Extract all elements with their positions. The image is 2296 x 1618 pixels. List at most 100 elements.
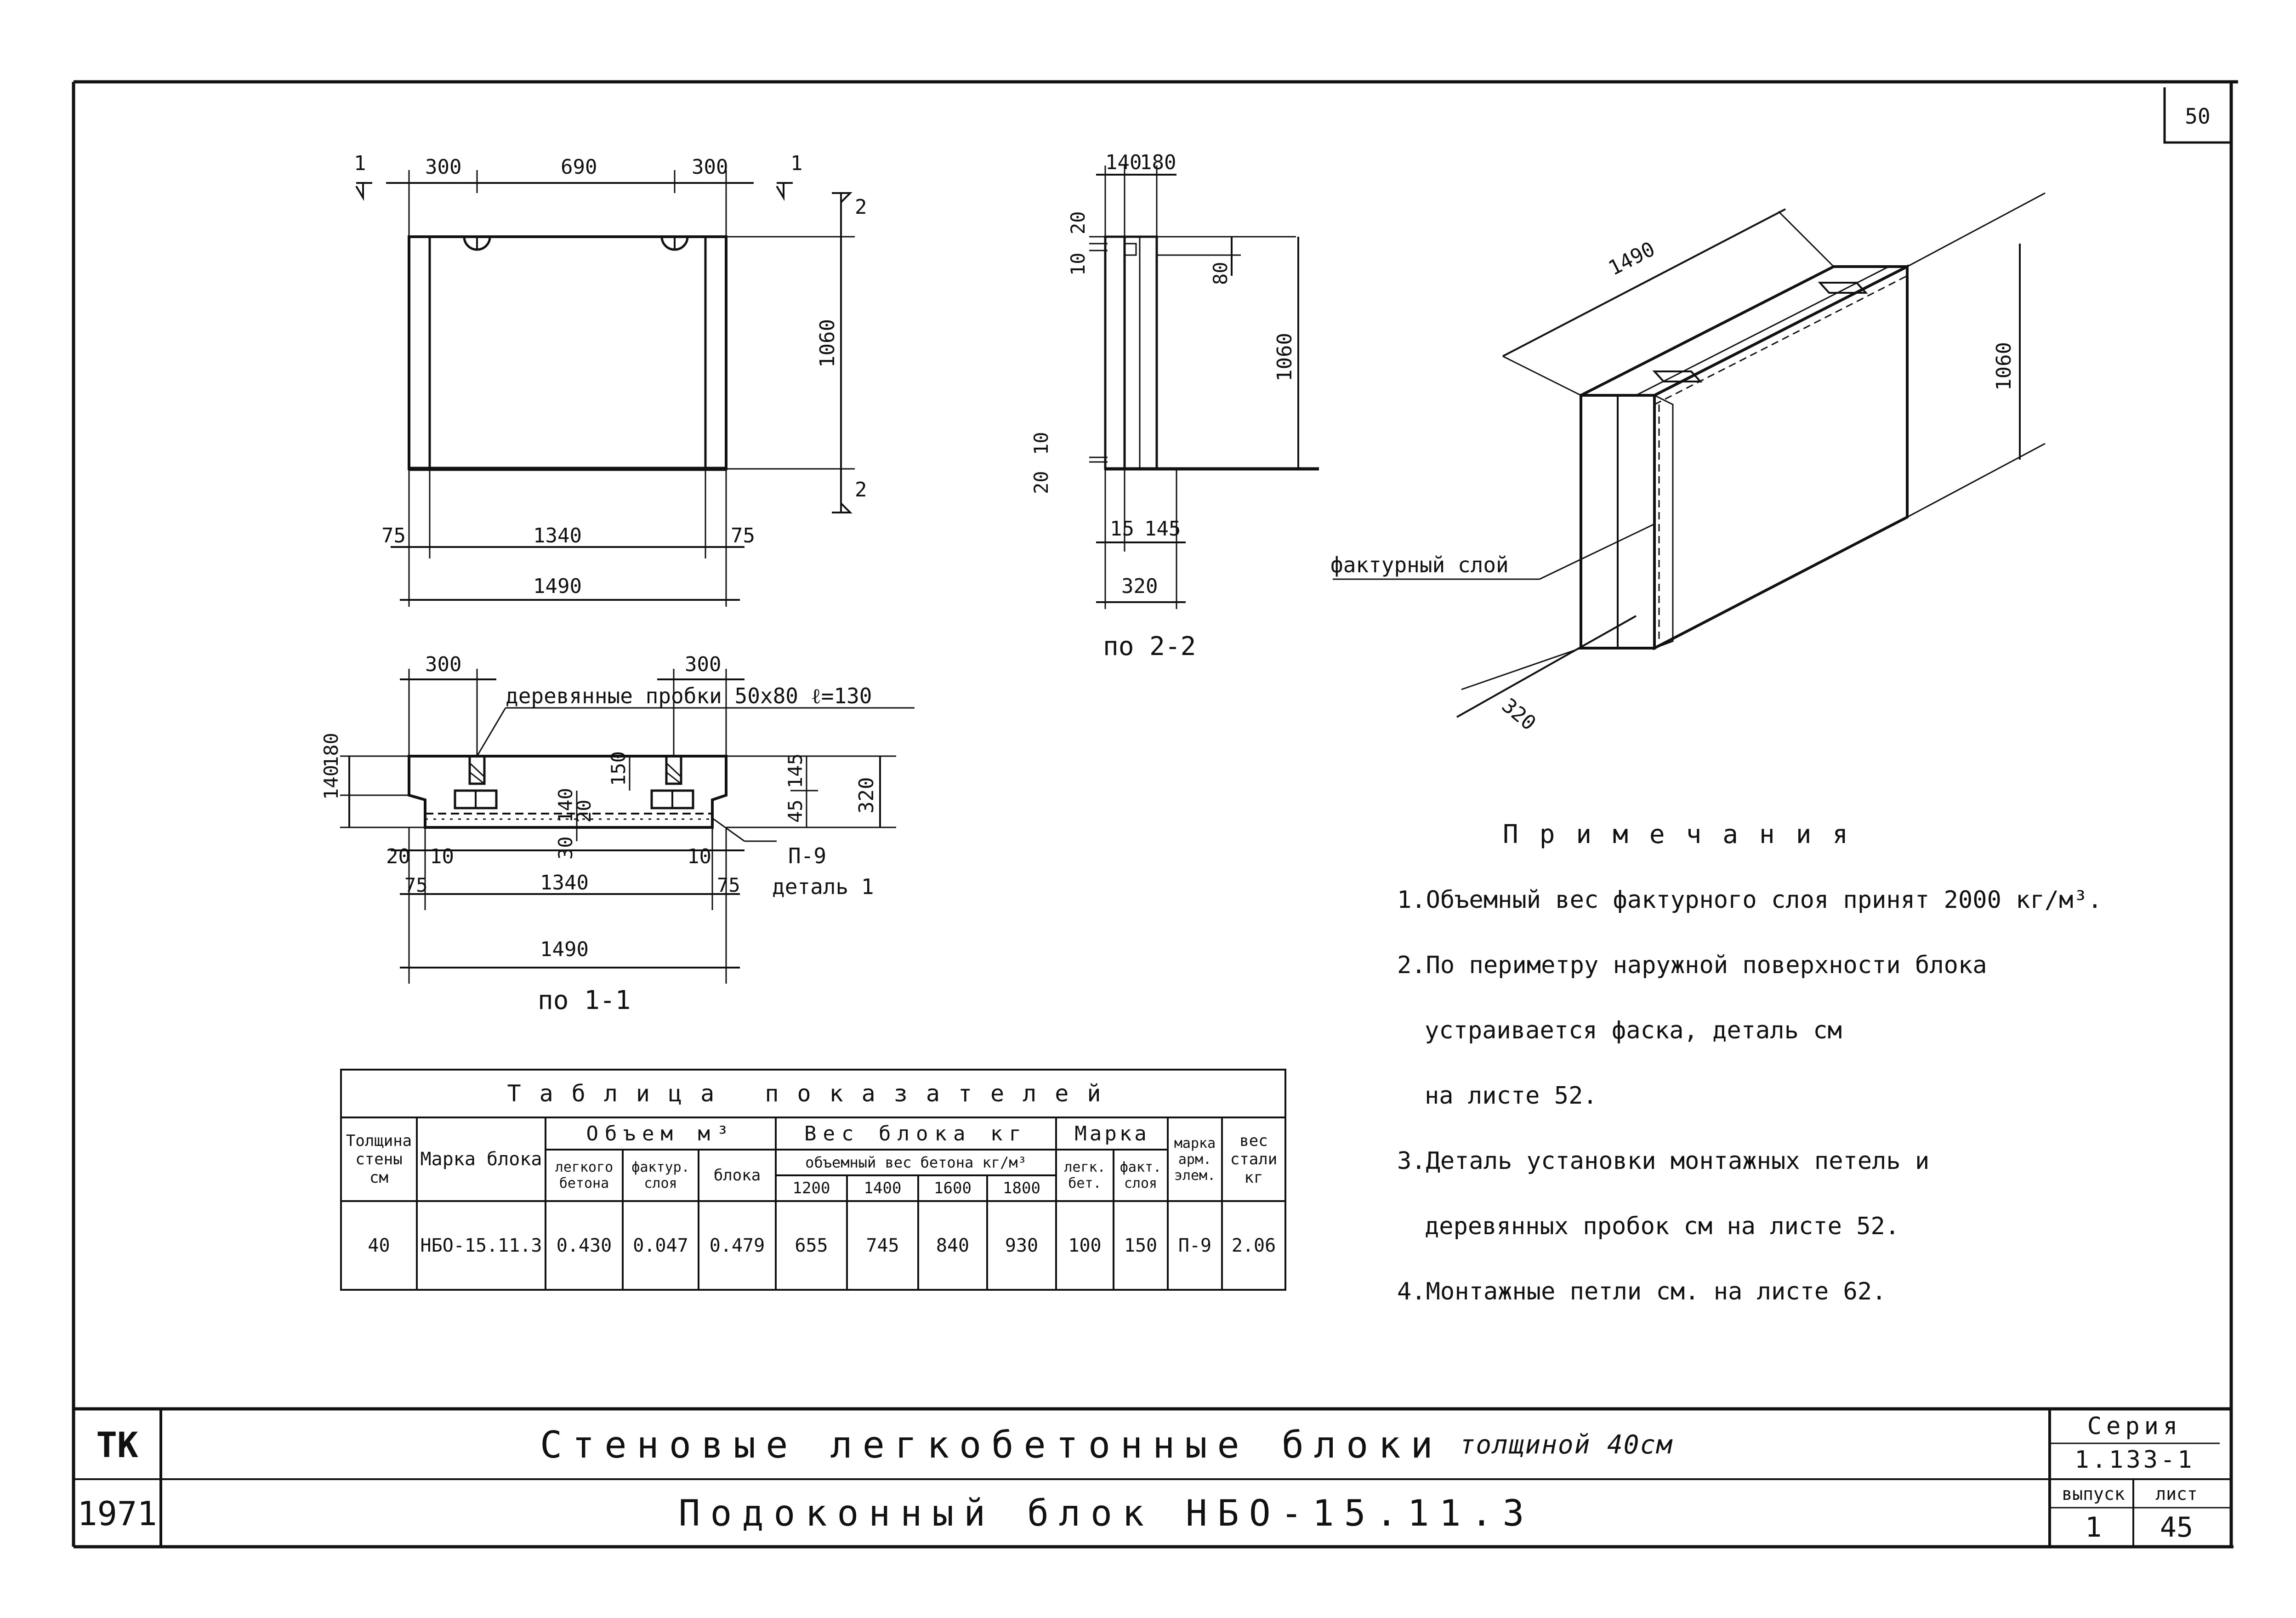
cell-thickness: 40 <box>340 1200 418 1291</box>
section-1-1-label: по 1-1 <box>538 986 631 1015</box>
dim-front-top-left: 300 <box>425 155 461 179</box>
dim-s11-height: 320 <box>855 777 878 814</box>
loop-label: П-9 <box>788 843 826 868</box>
note-line-1: 1.Объемный вес фактурного слоя принят 20… <box>1397 886 2103 914</box>
dim-s11-inner-45: 45 <box>784 799 807 823</box>
th-w4: 1800 <box>986 1174 1057 1202</box>
dim-s22-left-lower-b: 10 <box>1030 432 1052 455</box>
th-w1: 1200 <box>775 1174 848 1202</box>
dim-s11-inner-145: 145 <box>784 753 807 788</box>
th-mark: Марка блока <box>416 1117 546 1202</box>
th-volume: Объем м³ <box>545 1117 777 1151</box>
notes-heading: Примечания <box>1503 820 1870 849</box>
note-line-5: 3.Деталь установки монтажных петель и <box>1397 1147 1930 1175</box>
cell-w4: 930 <box>986 1200 1057 1291</box>
cell-steel: 2.06 <box>1221 1200 1286 1291</box>
dim-s11-inner-20: 20 <box>573 799 595 823</box>
dim-s11-inner-30: 30 <box>554 836 577 860</box>
section-mark-2-bottom: 2 <box>855 478 867 501</box>
dim-s11-bottom-10-right: 10 <box>687 845 711 868</box>
note-line-6: деревянных пробок см на листе 52. <box>1425 1213 1900 1240</box>
cell-vol-block: 0.479 <box>698 1200 777 1291</box>
title-thickness: толщиной 40см <box>1459 1430 1673 1460</box>
title-block-subtitle: Подоконный блок НБО-15.11.3 <box>678 1493 1534 1534</box>
dim-s22-bottom-a: 15 <box>1110 517 1134 541</box>
title-block-grid <box>74 1407 2231 1547</box>
th-w2: 1400 <box>846 1174 919 1202</box>
title-main: Стеновые легкобетонные блоки <box>540 1423 1443 1466</box>
section-2-2-label: по 2-2 <box>1103 632 1196 661</box>
dim-s22-right-small: 80 <box>1209 262 1232 285</box>
th-w3: 1600 <box>917 1174 988 1202</box>
title-block-year: 1971 <box>77 1494 157 1533</box>
issue-label: выпуск <box>2062 1484 2125 1504</box>
dim-front-overall: 1490 <box>533 575 582 598</box>
th-grade-facing: факт. слоя <box>1113 1149 1169 1202</box>
th-weight-sub: объемный вес бетона кг/м³ <box>775 1149 1057 1176</box>
dim-s22-bottom-b: 145 <box>1144 517 1181 541</box>
cell-grade-facing: 150 <box>1113 1200 1169 1291</box>
dim-s11-top-right: 300 <box>685 653 721 676</box>
cell-mark: НБО-15.11.3 <box>416 1200 546 1291</box>
title-block-title: Стеновые легкобетонные блоки толщиной 40… <box>163 1410 2050 1479</box>
th-weight: Вес блока кг <box>775 1117 1057 1151</box>
th-rebar: марка арм. элем. <box>1167 1117 1223 1202</box>
section-2-2 <box>1089 165 1319 609</box>
series-value: 1.133-1 <box>2074 1446 2195 1474</box>
cell-w3: 840 <box>917 1200 988 1291</box>
indicators-table: Таблица показателей Толщина стены см Мар… <box>340 1069 1286 1291</box>
dim-s22-overall: 320 <box>1121 575 1158 598</box>
cell-vol-facing: 0.047 <box>622 1200 699 1291</box>
page-number-frame <box>2163 87 2231 144</box>
title-block-org: ТК <box>96 1424 138 1465</box>
sheet-label: лист <box>2155 1484 2198 1504</box>
dim-s11-bottom-middle: 1340 <box>540 871 589 894</box>
notes-block: Примечания 1.Объемный вес фактурного сло… <box>1397 802 2160 1324</box>
issue-value: 1 <box>2085 1511 2102 1544</box>
note-line-2: 2.По периметру наружной поверхности блок… <box>1397 951 1987 979</box>
note-line-4: на листе 52. <box>1425 1082 1597 1110</box>
cell-vol-light: 0.430 <box>545 1200 624 1291</box>
th-steel: вес стали кг <box>1221 1117 1286 1202</box>
th-vol-facing: фактур. слоя <box>622 1149 699 1202</box>
table-title: Таблица показателей <box>340 1069 1286 1118</box>
th-vol-block: блока <box>698 1149 777 1202</box>
isometric-view <box>1333 192 2046 718</box>
facing-layer-label: фактурный слой <box>1330 553 1509 577</box>
dim-s22-height: 1060 <box>1273 333 1296 382</box>
plugs-label: деревянные пробки 50х80 ℓ=130 <box>506 684 872 708</box>
dim-s22-left-upper-a: 10 <box>1067 252 1089 276</box>
front-view <box>355 170 855 607</box>
dim-s11-bottom-10-left: 10 <box>430 845 454 868</box>
dim-s11-overall: 1490 <box>540 938 589 961</box>
dim-s11-bottom-75-left: 75 <box>404 874 428 896</box>
section-mark-2-top: 2 <box>855 195 867 219</box>
note-line-3: устраивается фаска, деталь см <box>1425 1017 1842 1044</box>
section-1-1 <box>340 669 915 984</box>
dim-s11-left-b: 180 <box>320 733 342 768</box>
iso-length: 1490 <box>1605 237 1659 280</box>
section-mark-1-left: 1 <box>354 152 366 175</box>
th-thickness: Толщина стены см <box>340 1117 418 1202</box>
dim-s11-inner-150: 150 <box>607 751 630 786</box>
cell-rebar: П-9 <box>1167 1200 1223 1291</box>
dim-s22-top-b: 180 <box>1140 151 1176 174</box>
dim-front-top-right: 300 <box>692 155 728 179</box>
th-grade-light: легк. бет. <box>1055 1149 1114 1202</box>
dim-s11-top-left: 300 <box>425 653 461 676</box>
dim-front-bottom-middle: 1340 <box>533 524 582 547</box>
dim-front-height: 1060 <box>816 319 839 368</box>
table-row: 40 НБО-15.11.3 0.430 0.047 0.479 655 745… <box>340 1200 1286 1291</box>
dim-front-bottom-right: 75 <box>731 524 755 547</box>
page-number: 50 <box>2185 103 2211 129</box>
iso-height: 1060 <box>1992 342 2016 391</box>
detail-label: деталь 1 <box>772 874 874 899</box>
section-mark-1-right: 1 <box>790 152 803 175</box>
cell-w2: 745 <box>846 1200 919 1291</box>
series-label: Серия <box>2087 1413 2182 1440</box>
cell-grade-light: 100 <box>1055 1200 1114 1291</box>
dim-s11-bottom-75-right: 75 <box>717 874 740 896</box>
note-line-7: 4.Монтажные петли см. на листе 62. <box>1397 1278 1887 1305</box>
